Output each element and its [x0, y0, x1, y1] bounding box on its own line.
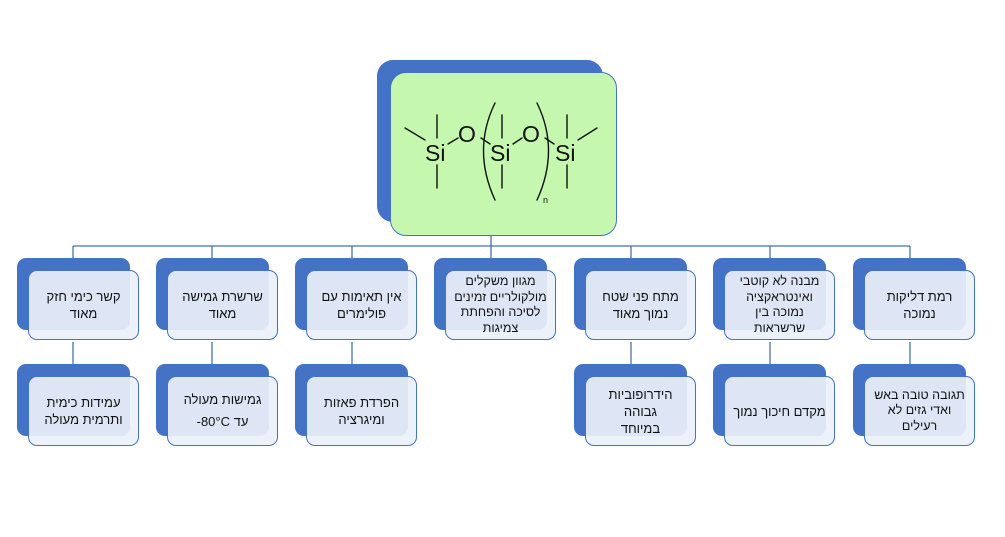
node-label: מקדם חיכוך נמוך	[733, 403, 826, 419]
node-molecular-weights: מגוון משקלים מולקולריים זמינים לסיכה והפ…	[434, 258, 559, 342]
atom-o-1: O	[458, 121, 476, 147]
node-panel: שרשרת גמישה מאוד	[167, 270, 278, 340]
node-label: הידרופוביות גבוהה במיוחד	[608, 386, 673, 436]
pdms-structural-formula: Si O Si O Si n	[404, 102, 598, 205]
node-label: עמידות כימית ותרמית מעולה	[44, 395, 123, 427]
node-panel: מגוון משקלים מולקולריים זמינים לסיכה והפ…	[445, 270, 556, 340]
node-panel: תגובה טובה באש ואדי גזים לא רעילים	[864, 376, 975, 446]
node-label: תגובה טובה באש ואדי גזים לא רעילים	[874, 387, 965, 433]
node-panel: אין תאימות עם פולימרים	[306, 270, 417, 340]
node-label: מבנה לא קוטבי ואינטראקציה נמוכה בין שרשר…	[739, 274, 820, 335]
node-panel: הידרופוביות גבוהה במיוחד	[585, 376, 696, 446]
atom-si-2: Si	[490, 140, 510, 166]
atom-o-2: O	[522, 121, 540, 147]
node-low-surface-tension: מתח פני שטח נמוך מאוד	[574, 258, 699, 342]
node-label: אין תאימות עם פולימרים	[321, 289, 402, 321]
node-label: קשר כימי חזק מאוד	[46, 289, 121, 321]
node-panel: רמת דליקות נמוכה	[864, 270, 975, 340]
root-node-panel	[390, 72, 617, 236]
node-excellent-flexibility: גמישות מעולה עד 80°C-	[156, 364, 281, 448]
node-high-hydrophobicity: הידרופוביות גבוהה במיוחד	[574, 364, 699, 448]
atom-si-1: Si	[425, 140, 445, 166]
node-good-fire-response: תגובה טובה באש ואדי גזים לא רעילים	[853, 364, 978, 448]
node-polymer-incompatibility: אין תאימות עם פולימרים	[295, 258, 420, 342]
atom-si-3: Si	[555, 140, 575, 166]
root-node-pdms-structure: Si O Si O Si n	[377, 60, 618, 237]
node-phase-separation: הפרדת פאזות ומיגרציה	[295, 364, 420, 448]
node-label: הפרדת פאזות ומיגרציה	[323, 395, 400, 427]
node-label: מגוון משקלים מולקולריים זמינים לסיכה והפ…	[454, 274, 547, 335]
node-label: מתח פני שטח נמוך מאוד	[602, 289, 679, 321]
node-label: שרשרת גמישה מאוד	[182, 289, 263, 321]
node-low-friction: מקדם חיכוך נמוך	[713, 364, 838, 448]
node-label: רמת דליקות נמוכה	[886, 289, 953, 321]
node-panel: מקדם חיכוך נמוך	[724, 376, 835, 446]
node-panel: עמידות כימית ותרמית מעולה	[28, 376, 139, 446]
repeat-subscript: n	[543, 195, 548, 205]
node-flexible-chain: שרשרת גמישה מאוד	[156, 258, 281, 342]
node-low-flammability: רמת דליקות נמוכה	[853, 258, 978, 342]
node-panel: גמישות מעולה עד 80°C-	[167, 376, 278, 446]
node-panel: קשר כימי חזק מאוד	[28, 270, 139, 340]
node-strong-chemical-bond: קשר כימי חזק מאוד	[17, 258, 142, 342]
node-panel: מבנה לא קוטבי ואינטראקציה נמוכה בין שרשר…	[724, 270, 835, 340]
node-label: גמישות מעולה עד 80°C-	[183, 392, 262, 429]
node-panel: מתח פני שטח נמוך מאוד	[585, 270, 696, 340]
node-nonpolar-structure: מבנה לא קוטבי ואינטראקציה נמוכה בין שרשר…	[713, 258, 838, 342]
node-panel: הפרדת פאזות ומיגרציה	[306, 376, 417, 446]
node-chemical-thermal-resistance: עמידות כימית ותרמית מעולה	[17, 364, 142, 448]
